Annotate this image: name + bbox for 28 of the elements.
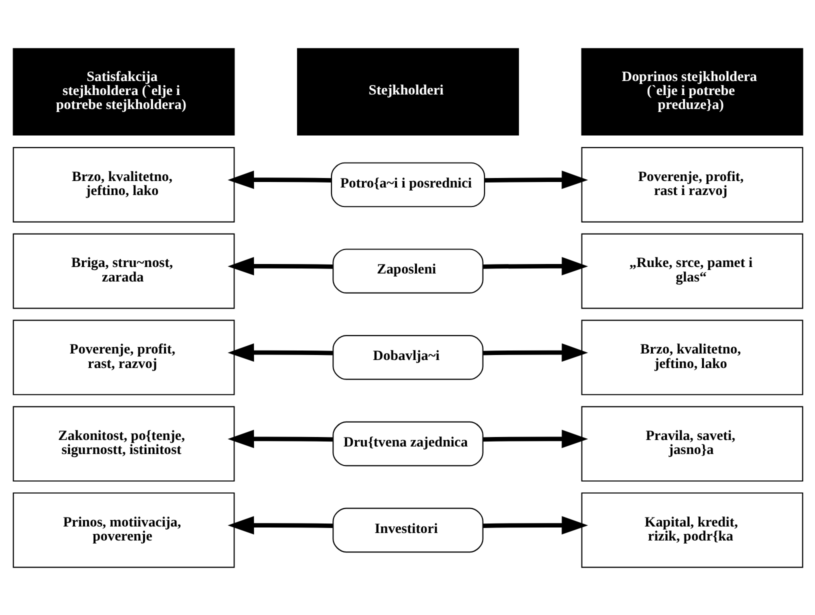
node-box: „Ruke, srce, pamet i glas“: [580, 232, 803, 308]
arrow: [482, 429, 588, 448]
node-box: Zaposleni: [332, 248, 483, 294]
node-box: Poverenje, profit, rast i razvoj: [580, 146, 803, 222]
node-box: Brzo, kvalitetno, jeftino, lako: [580, 319, 803, 395]
arrow: [482, 256, 588, 275]
arrow: [484, 170, 588, 189]
node-box: Briga, stru~nost, zarada: [12, 232, 234, 308]
arrow: [482, 516, 588, 534]
node-box: Doprinos stejkholdera (`elje i potrebe preduze}a): [580, 48, 803, 136]
node-box: Dobavlja~i: [332, 334, 483, 380]
node-box: Zakonitost, po{tenje, sigurnostt, istinitost: [12, 406, 234, 482]
arrow: [482, 342, 588, 362]
node-box: Potro{a~i i posrednici: [330, 162, 485, 207]
node-box: Investitori: [332, 507, 483, 552]
node-box: Brzo, kvalitetno, jeftino, lako: [12, 146, 234, 222]
node-box: Dru{tvena zajednica: [332, 420, 483, 466]
node-box: Prinos, motiivacija, poverenje: [12, 492, 234, 568]
node-box: Pravila, saveti, jasno}a: [580, 406, 803, 482]
node-box: Satisfakcija stejkholdera (`elje i potrebe stejkholdera): [12, 48, 234, 136]
arrow: [227, 342, 332, 362]
arrow: [227, 256, 332, 275]
node-box: Stejkholderi: [296, 48, 518, 136]
arrow: [227, 516, 332, 534]
arrow: [227, 170, 331, 189]
node-box: Poverenje, profit, rast, razvoj: [12, 319, 234, 395]
arrow: [227, 429, 332, 448]
node-box: Kapital, kredit, rizik, podr{ka: [580, 492, 803, 568]
